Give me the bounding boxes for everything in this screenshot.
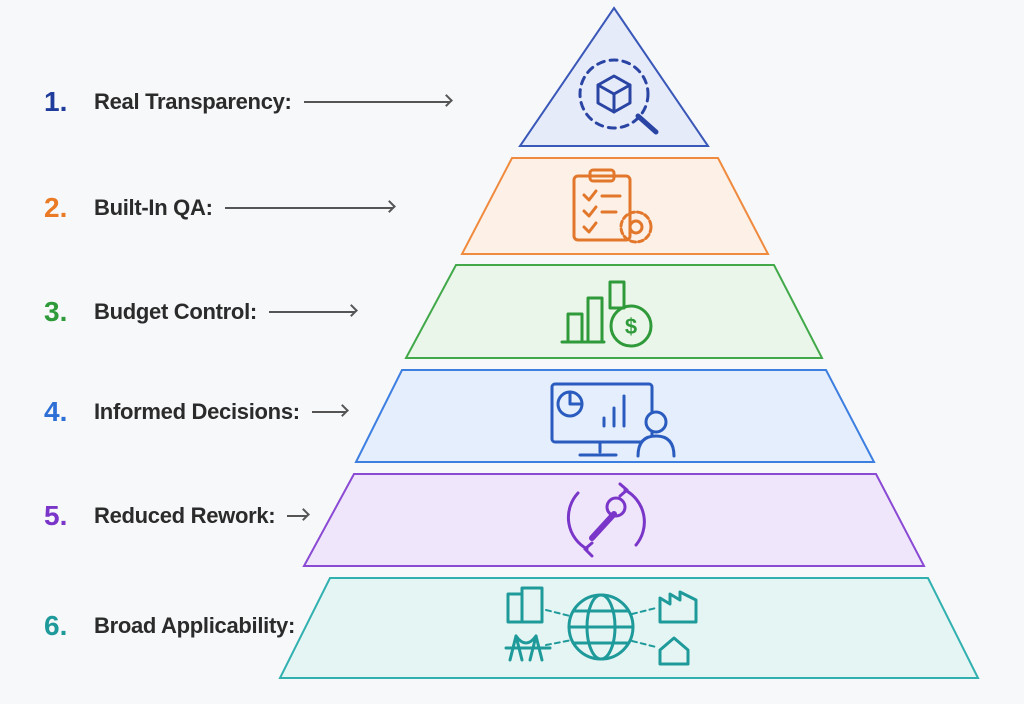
- level-3-text: Budget Control:: [94, 299, 257, 324]
- level-4-label: 4. Informed Decisions:: [44, 392, 346, 432]
- level-5-label: 5. Reduced Rework:: [44, 496, 308, 536]
- level-5-number: 5.: [44, 500, 68, 531]
- bar-chart-dollar-icon: $: [560, 280, 653, 348]
- monitor-analytics-person-icon: [550, 382, 676, 458]
- arrow-right-icon: [224, 207, 393, 209]
- level-2-label: 2. Built-In QA:: [44, 188, 393, 228]
- level-4-number: 4.: [44, 396, 68, 427]
- arrow-right-icon: [311, 411, 346, 413]
- pyramid-tier-2: [460, 157, 770, 255]
- arrow-right-icon: [303, 101, 450, 103]
- arrow-right-icon: [287, 515, 308, 517]
- arrow-right-icon: [268, 311, 355, 313]
- level-3-label: 3. Budget Control:: [44, 292, 355, 332]
- level-2-number: 2.: [44, 192, 68, 223]
- clipboard-gear-icon: [572, 168, 653, 244]
- level-6-label: 6. Broad Applicability:: [44, 606, 295, 646]
- level-6-text: Broad Applicability:: [94, 613, 295, 638]
- level-1-number: 1.: [44, 86, 68, 117]
- svg-text:$: $: [625, 314, 637, 339]
- level-5-text: Reduced Rework:: [94, 503, 276, 528]
- wrench-cycle-icon: [566, 482, 646, 558]
- level-3-number: 3.: [44, 296, 68, 327]
- level-2-text: Built-In QA:: [94, 195, 213, 220]
- pyramid-tier-3: [404, 264, 824, 359]
- pyramid-tier-5: [302, 473, 926, 567]
- level-1-text: Real Transparency:: [94, 89, 292, 114]
- globe-network-icon: [504, 586, 698, 666]
- level-4-text: Informed Decisions:: [94, 399, 300, 424]
- cube-search-icon: [578, 58, 659, 135]
- level-6-number: 6.: [44, 610, 68, 641]
- level-1-label: 1. Real Transparency:: [44, 82, 450, 122]
